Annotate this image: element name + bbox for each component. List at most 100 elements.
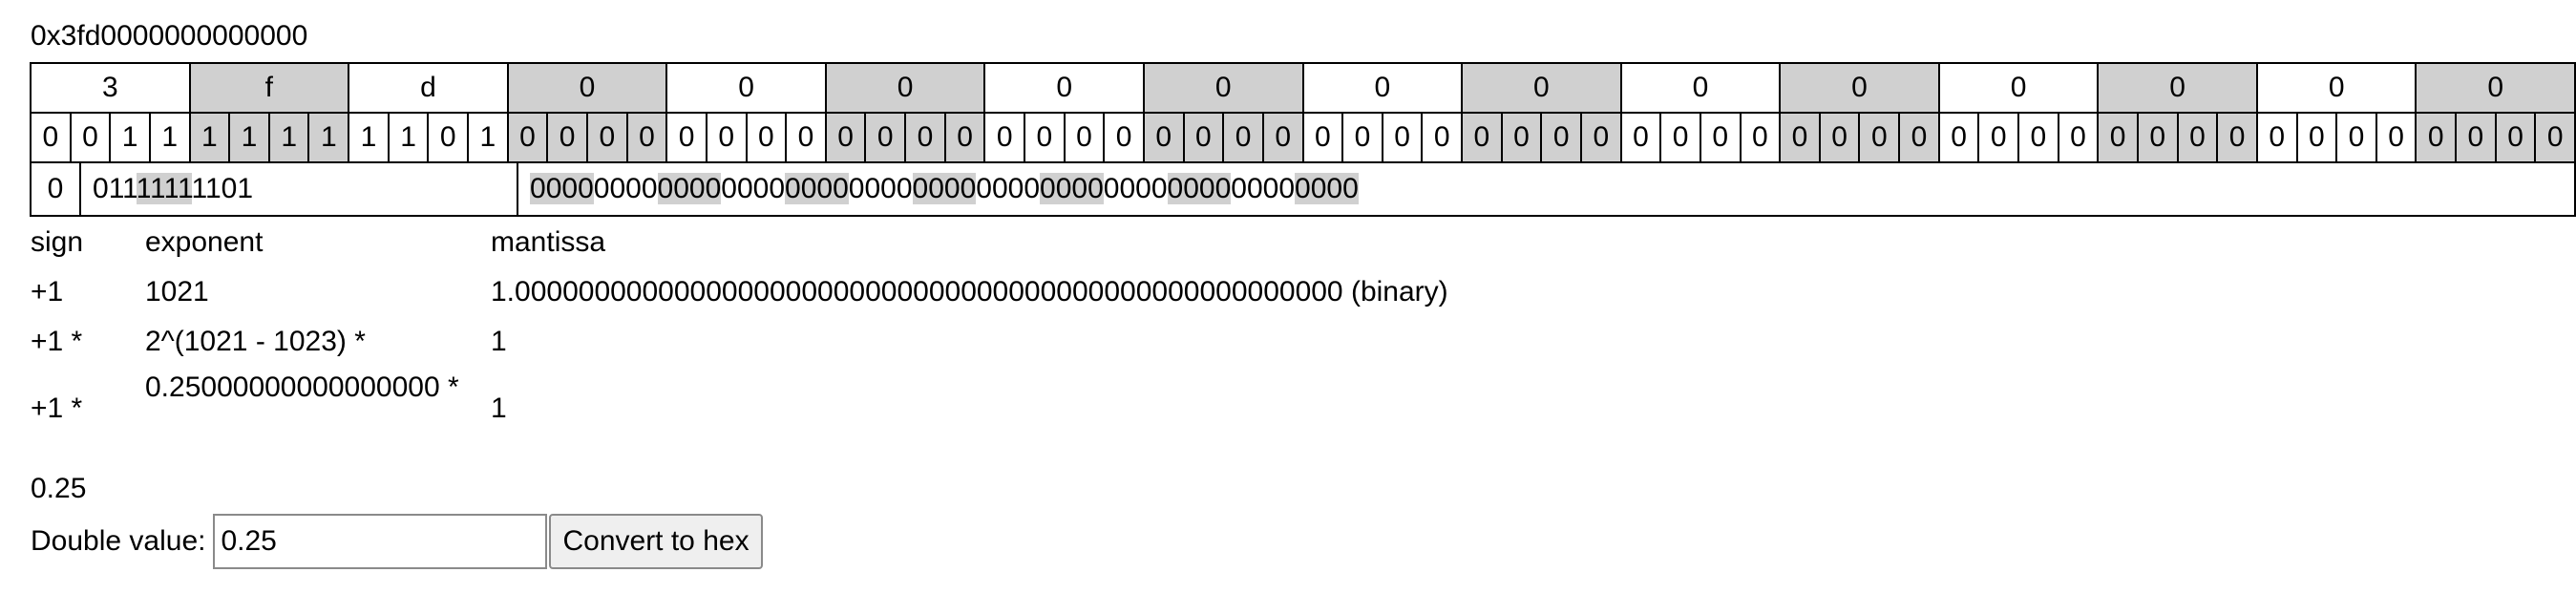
double-value-label: Double value: bbox=[31, 525, 206, 557]
exponent-bits: 01111111101 bbox=[81, 163, 518, 215]
raw-values-row: +1 1021 1.000000000000000000000000000000… bbox=[0, 269, 1719, 315]
bit-cell: 1 bbox=[190, 114, 231, 161]
bit-cell: 0 bbox=[1105, 114, 1145, 161]
bit-cell: 1 bbox=[111, 114, 151, 161]
exponent-value: 1021 bbox=[145, 276, 209, 308]
nibble-cell: f bbox=[190, 64, 350, 112]
nibble-cell: d bbox=[349, 64, 509, 112]
bit-cell: 1 bbox=[309, 114, 350, 161]
sign-factor: +1 * bbox=[31, 326, 83, 357]
nibble-cell: 3 bbox=[32, 64, 191, 112]
bit-cell: 0 bbox=[1622, 114, 1662, 161]
bit-cell: 1 bbox=[469, 114, 509, 161]
bit-cell: 0 bbox=[1661, 114, 1701, 161]
convert-to-hex-button[interactable]: Convert to hex bbox=[549, 514, 763, 569]
mantissa-value: 1.00000000000000000000000000000000000000… bbox=[491, 276, 1448, 308]
bit-cell: 0 bbox=[1940, 114, 1980, 161]
bit-cell: 1 bbox=[390, 114, 430, 161]
bit-cell: 0 bbox=[1144, 114, 1185, 161]
bit-cell: 0 bbox=[2457, 114, 2497, 161]
bit-cell: 0 bbox=[2536, 114, 2574, 161]
mantissa-bits: 0000000000000000000000000000000000000000… bbox=[518, 163, 2574, 215]
nibble-cell: 0 bbox=[985, 64, 1145, 112]
bit-cell: 0 bbox=[906, 114, 946, 161]
bit-cell: 0 bbox=[2258, 114, 2298, 161]
bit-cell: 0 bbox=[1025, 114, 1066, 161]
bit-cell: 0 bbox=[1820, 114, 1861, 161]
bit-cell: 0 bbox=[2218, 114, 2258, 161]
bit-cell: 0 bbox=[2138, 114, 2179, 161]
bit-cell: 0 bbox=[707, 114, 748, 161]
sign-header: sign bbox=[31, 226, 84, 258]
nibble-cell: 0 bbox=[1144, 64, 1304, 112]
bit-cell: 0 bbox=[1542, 114, 1582, 161]
sign-factor-evaluated: +1 * bbox=[31, 392, 83, 424]
exponent-bit-string: 01111111101 bbox=[93, 173, 254, 204]
header-row: sign exponent mantissa bbox=[0, 220, 1719, 265]
bit-cell: 0 bbox=[748, 114, 788, 161]
bit-cell: 0 bbox=[32, 114, 72, 161]
bit-cell: 0 bbox=[2019, 114, 2059, 161]
nibble-cell: 0 bbox=[2417, 64, 2574, 112]
bit-cell: 0 bbox=[1502, 114, 1543, 161]
bit-cell: 1 bbox=[151, 114, 191, 161]
bit-cell: 0 bbox=[72, 114, 112, 161]
nibble-cell: 0 bbox=[1622, 64, 1782, 112]
mantissa-header: mantissa bbox=[491, 226, 606, 258]
bit-cell: 0 bbox=[627, 114, 668, 161]
nibble-cell: 0 bbox=[508, 64, 668, 112]
bit-cell: 0 bbox=[1581, 114, 1622, 161]
bit-cell: 1 bbox=[230, 114, 270, 161]
exponent-formula: 2^(1021 - 1023) * bbox=[145, 326, 366, 357]
nibble-cell: 0 bbox=[1304, 64, 1464, 112]
bit-cell: 0 bbox=[2298, 114, 2338, 161]
bit-cell: 0 bbox=[2059, 114, 2100, 161]
mantissa-factor: 1 bbox=[491, 326, 507, 357]
bit-cell: 0 bbox=[1423, 114, 1464, 161]
bit-cell: 0 bbox=[587, 114, 628, 161]
sign-bits: 0 bbox=[32, 163, 81, 215]
bit-cell: 0 bbox=[1742, 114, 1782, 161]
bit-cell: 0 bbox=[1224, 114, 1264, 161]
bit-cell: 0 bbox=[548, 114, 588, 161]
bit-cell: 0 bbox=[429, 114, 470, 161]
hex-value: 0x3fd0000000000000 bbox=[31, 20, 308, 52]
exponent-header: exponent bbox=[145, 226, 264, 258]
bit-cell: 0 bbox=[866, 114, 907, 161]
bit-cell: 0 bbox=[2377, 114, 2418, 161]
exponent-evaluated: 0.25000000000000000 * bbox=[145, 371, 459, 403]
bit-cell: 0 bbox=[508, 114, 549, 161]
bit-cell: 0 bbox=[1304, 114, 1344, 161]
bit-cell: 0 bbox=[787, 114, 827, 161]
nibble-cell: 0 bbox=[1781, 64, 1940, 112]
bit-cell: 0 bbox=[1860, 114, 1901, 161]
nibble-cell: 0 bbox=[2258, 64, 2418, 112]
result-value: 0.25 bbox=[31, 473, 87, 504]
bit-cell: 0 bbox=[1066, 114, 1106, 161]
evaluated-row: +1 * 0.25000000000000000 * 1 bbox=[0, 369, 1719, 449]
bit-cell: 0 bbox=[1463, 114, 1503, 161]
bit-cell: 0 bbox=[1383, 114, 1424, 161]
nibble-cell: 0 bbox=[667, 64, 827, 112]
nibble-cell: 0 bbox=[1463, 64, 1622, 112]
bit-cell: 0 bbox=[1979, 114, 2020, 161]
convert-form: Double value: Convert to hex bbox=[31, 512, 763, 571]
bit-cell: 0 bbox=[2337, 114, 2377, 161]
bit-cell: 0 bbox=[2417, 114, 2458, 161]
bit-cell: 0 bbox=[985, 114, 1026, 161]
nibble-cell: 0 bbox=[2099, 64, 2258, 112]
bit-cell: 0 bbox=[667, 114, 707, 161]
bit-cell: 0 bbox=[826, 114, 867, 161]
field-row: 0 01111111101 00000000000000000000000000… bbox=[32, 163, 2574, 215]
nibble-cell: 0 bbox=[1940, 64, 2100, 112]
bit-cell: 0 bbox=[1701, 114, 1742, 161]
nibble-cell: 0 bbox=[826, 64, 986, 112]
bit-cell: 0 bbox=[1781, 114, 1821, 161]
formula-row: +1 * 2^(1021 - 1023) * 1 bbox=[0, 319, 1719, 365]
sign-value: +1 bbox=[31, 276, 64, 308]
double-value-input[interactable] bbox=[213, 514, 548, 569]
bit-cell: 1 bbox=[269, 114, 310, 161]
